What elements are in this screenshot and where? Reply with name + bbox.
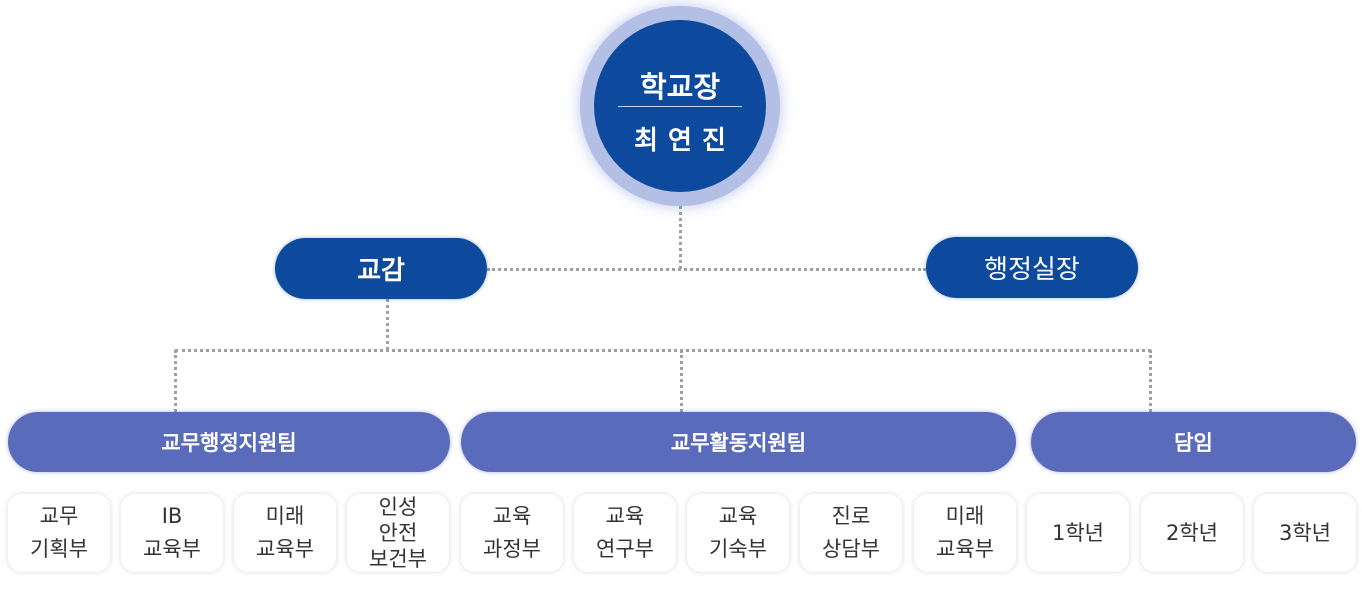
principal-name: 최연진: [634, 126, 736, 156]
connector-vice-admin: [487, 268, 926, 271]
department-label-line: 연구부: [596, 537, 654, 561]
principal-title: 학교장: [639, 70, 721, 104]
department-card: 3학년: [1254, 494, 1356, 572]
department-label-line: 안전: [378, 521, 418, 545]
department-label-line: 미래: [265, 504, 305, 528]
department-label-line: 교육: [492, 504, 532, 528]
department-label-line: 2학년: [1165, 520, 1218, 545]
department-card: 2학년: [1141, 494, 1243, 572]
department-label-line: 기획부: [30, 537, 88, 561]
connector-team-2: [680, 350, 683, 412]
vice-principal-node: 교감: [275, 238, 487, 299]
admin-chief-node: 행정실장: [926, 237, 1138, 298]
department-label-line: 보건부: [369, 547, 427, 571]
connector-teams: [175, 349, 1151, 352]
department-label-line: 교무: [39, 504, 79, 528]
department-label-line: 인성: [378, 495, 418, 519]
connector-principal: [679, 206, 682, 269]
department-label-line: 교육부: [256, 537, 314, 561]
department-label-line: 진로: [831, 504, 871, 528]
department-label-line: 미래: [945, 504, 985, 528]
department-label-line: 교육부: [936, 537, 994, 561]
divider: [618, 106, 742, 107]
department-label-line: 교육: [718, 504, 758, 528]
principal-node: 학교장 최연진: [594, 20, 766, 192]
team-academic-admin: 교무행정지원팀: [8, 412, 450, 472]
department-label-line: 기숙부: [709, 537, 767, 561]
department-label-line: 1학년: [1051, 520, 1104, 545]
team-homeroom: 담임: [1031, 412, 1356, 472]
department-card: 1학년: [1027, 494, 1129, 572]
connector-team-1: [174, 350, 177, 412]
department-label-line: 교육부: [143, 537, 201, 561]
department-label-line: 과정부: [483, 537, 541, 561]
connector-team-3: [1149, 350, 1152, 412]
connector-vice-down: [386, 299, 389, 350]
department-card: IB 교육부: [121, 494, 223, 572]
department-label-line: IB: [161, 504, 183, 528]
department-label-line: 교육: [605, 504, 645, 528]
department-label-line: 3학년: [1278, 520, 1331, 545]
team-academic-activity: 교무활동지원팀: [461, 412, 1016, 472]
department-label-line: 상담부: [822, 537, 880, 561]
